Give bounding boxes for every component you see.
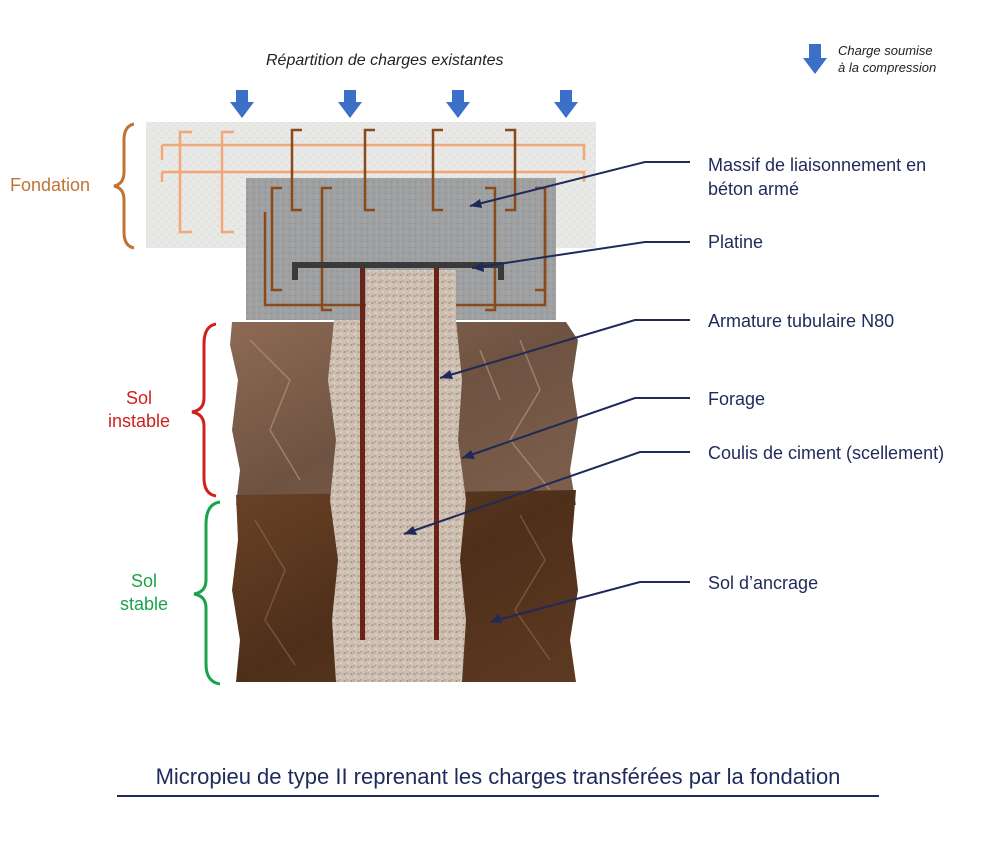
callout-armature: Armature tubulaire N80 (708, 311, 895, 331)
load-arrows (230, 44, 827, 118)
stable-soil-line-2: stable (119, 594, 169, 614)
legend-line-1: Charge soumise (838, 43, 933, 58)
leader-forage (461, 397, 690, 459)
unstable-soil-line-1: Sol (125, 388, 152, 408)
legend-text: Charge soumise à la compression (838, 42, 978, 76)
callout-coulis: Coulis de ciment (scellement) (708, 443, 945, 463)
callout-massif-line-1: Massif de liaisonnement en (708, 155, 927, 175)
plate (292, 262, 504, 280)
unstable-soil-veins (249, 339, 551, 491)
leader-sol-ancrage (489, 581, 690, 623)
leader-coulis (403, 451, 690, 535)
borehole-grout (328, 270, 466, 682)
legend-line-2: à la compression (838, 60, 937, 75)
foundation-brace (113, 122, 135, 250)
leader-massif (469, 161, 690, 207)
leader-lines (403, 161, 690, 623)
tube-right (434, 268, 439, 640)
load-arrow-icon (446, 90, 470, 118)
callout-massif-line-2: béton armé (708, 179, 800, 199)
leader-armature (439, 319, 690, 379)
legend-arrow-icon (803, 44, 827, 74)
load-arrow-icon (554, 90, 578, 118)
foundation-rebars (160, 130, 586, 234)
stable-soil-veins (254, 514, 551, 666)
callout-sol-ancrage: Sol d’ancrage (708, 573, 819, 593)
unstable-soil-brace (191, 322, 217, 498)
leader-platine (471, 241, 690, 269)
foundation-label-text: Fondation (9, 175, 91, 195)
callout-forage: Forage (708, 389, 766, 409)
leader-arrowheads (404, 199, 502, 623)
stable-soil-label: Sol stable (99, 570, 189, 616)
callout-platine: Platine (708, 232, 764, 252)
stable-soil-line-1: Sol (130, 571, 157, 591)
unstable-soil-line-2: instable (107, 411, 171, 431)
top-title: Répartition de charges existantes (266, 52, 504, 69)
callout-massif: Massif de liaisonnement en béton armé (708, 153, 926, 201)
stable-soil-brace (193, 500, 221, 686)
load-arrow-icon (230, 90, 254, 118)
load-arrow-icon (338, 90, 362, 118)
caption-underline (117, 795, 879, 797)
foundation-label: Fondation (5, 174, 95, 197)
figure-caption: Micropieu de type II reprenant les charg… (155, 764, 841, 789)
tube-left (360, 268, 365, 640)
unstable-soil-label: Sol instable (94, 387, 184, 433)
